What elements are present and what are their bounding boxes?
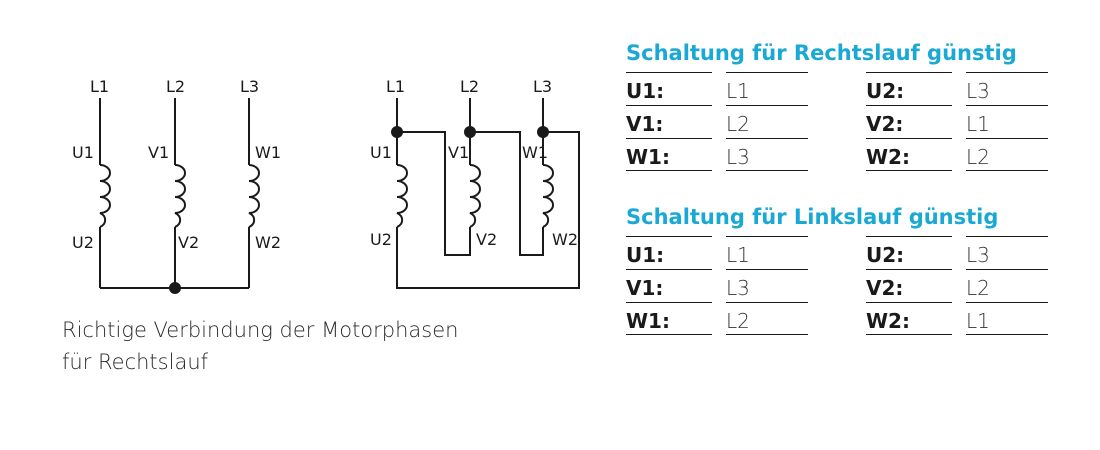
left-star-diagram xyxy=(99,98,260,289)
cell-key: V2: xyxy=(866,269,952,302)
l1-node xyxy=(391,126,403,138)
right-term-w1: W1 xyxy=(522,143,548,162)
left-phase-l1: L1 xyxy=(90,77,109,96)
left-phase-l2: L2 xyxy=(166,77,185,96)
table-linkslauf: Schaltung für Linkslauf günstig U1: L1 U… xyxy=(626,202,1066,335)
table-title-rechtslauf: Schaltung für Rechtslauf günstig xyxy=(626,41,1017,65)
cell-value: L3 xyxy=(966,236,1048,269)
l3-node xyxy=(537,126,549,138)
left-term-w2: W2 xyxy=(255,233,281,252)
right-term-u1: U1 xyxy=(370,143,392,162)
right-term-v2: V2 xyxy=(476,230,497,249)
left-term-w1: W1 xyxy=(255,143,281,162)
cell-key: V1: xyxy=(626,105,712,138)
cell-key: W1: xyxy=(626,302,712,335)
caption-line-2: für Rechtslauf xyxy=(62,350,209,374)
right-term-v1: V1 xyxy=(448,143,469,162)
cell-value: L3 xyxy=(726,269,808,302)
cell-value: L3 xyxy=(726,138,808,171)
cell-key: V1: xyxy=(626,269,712,302)
table-grid-rechtslauf: U1: L1 U2: L3 V1: L2 V2: L1 W1: L3 W2: L… xyxy=(626,72,1066,171)
star-point-node xyxy=(169,282,181,294)
cell-value: L2 xyxy=(726,105,808,138)
cell-value: L1 xyxy=(966,105,1048,138)
cell-value: L3 xyxy=(966,72,1048,105)
cell-key: U2: xyxy=(866,72,952,105)
right-phase-l2: L2 xyxy=(460,77,479,96)
cell-value: L2 xyxy=(726,302,808,335)
diagram-caption: Richtige Verbindung der Motorphasen für … xyxy=(62,314,458,378)
right-phase-l3: L3 xyxy=(533,77,552,96)
right-term-w2: W2 xyxy=(552,230,578,249)
left-term-u1: U1 xyxy=(72,143,94,162)
cell-value: L2 xyxy=(966,269,1048,302)
table-rechtslauf: Schaltung für Rechtslauf günstig U1: L1 … xyxy=(626,38,1066,171)
l2-node xyxy=(464,126,476,138)
cell-key: U2: xyxy=(866,236,952,269)
cell-key: W2: xyxy=(866,302,952,335)
cell-value: L2 xyxy=(966,138,1048,171)
cell-value: L1 xyxy=(726,236,808,269)
cell-value: L1 xyxy=(966,302,1048,335)
table-title-linkslauf: Schaltung für Linkslauf günstig xyxy=(626,205,999,229)
right-term-u2: U2 xyxy=(370,230,392,249)
cell-key: W2: xyxy=(866,138,952,171)
cell-key: U1: xyxy=(626,236,712,269)
caption-line-1: Richtige Verbindung der Motorphasen xyxy=(62,318,459,342)
right-delta-diagram xyxy=(396,98,580,289)
cell-key: W1: xyxy=(626,138,712,171)
left-term-u2: U2 xyxy=(72,233,94,252)
cell-key: U1: xyxy=(626,72,712,105)
left-term-v1: V1 xyxy=(148,143,169,162)
motor-wiring-diagrams: L1 L2 L3 U1 V1 W1 U2 V2 W2 L1 L2 L3 U1 V… xyxy=(72,77,580,294)
table-grid-linkslauf: U1: L1 U2: L3 V1: L3 V2: L2 W1: L2 W2: L… xyxy=(626,236,1066,335)
cell-value: L1 xyxy=(726,72,808,105)
cell-key: V2: xyxy=(866,105,952,138)
left-phase-l3: L3 xyxy=(240,77,259,96)
left-term-v2: V2 xyxy=(178,233,199,252)
right-phase-l1: L1 xyxy=(386,77,405,96)
